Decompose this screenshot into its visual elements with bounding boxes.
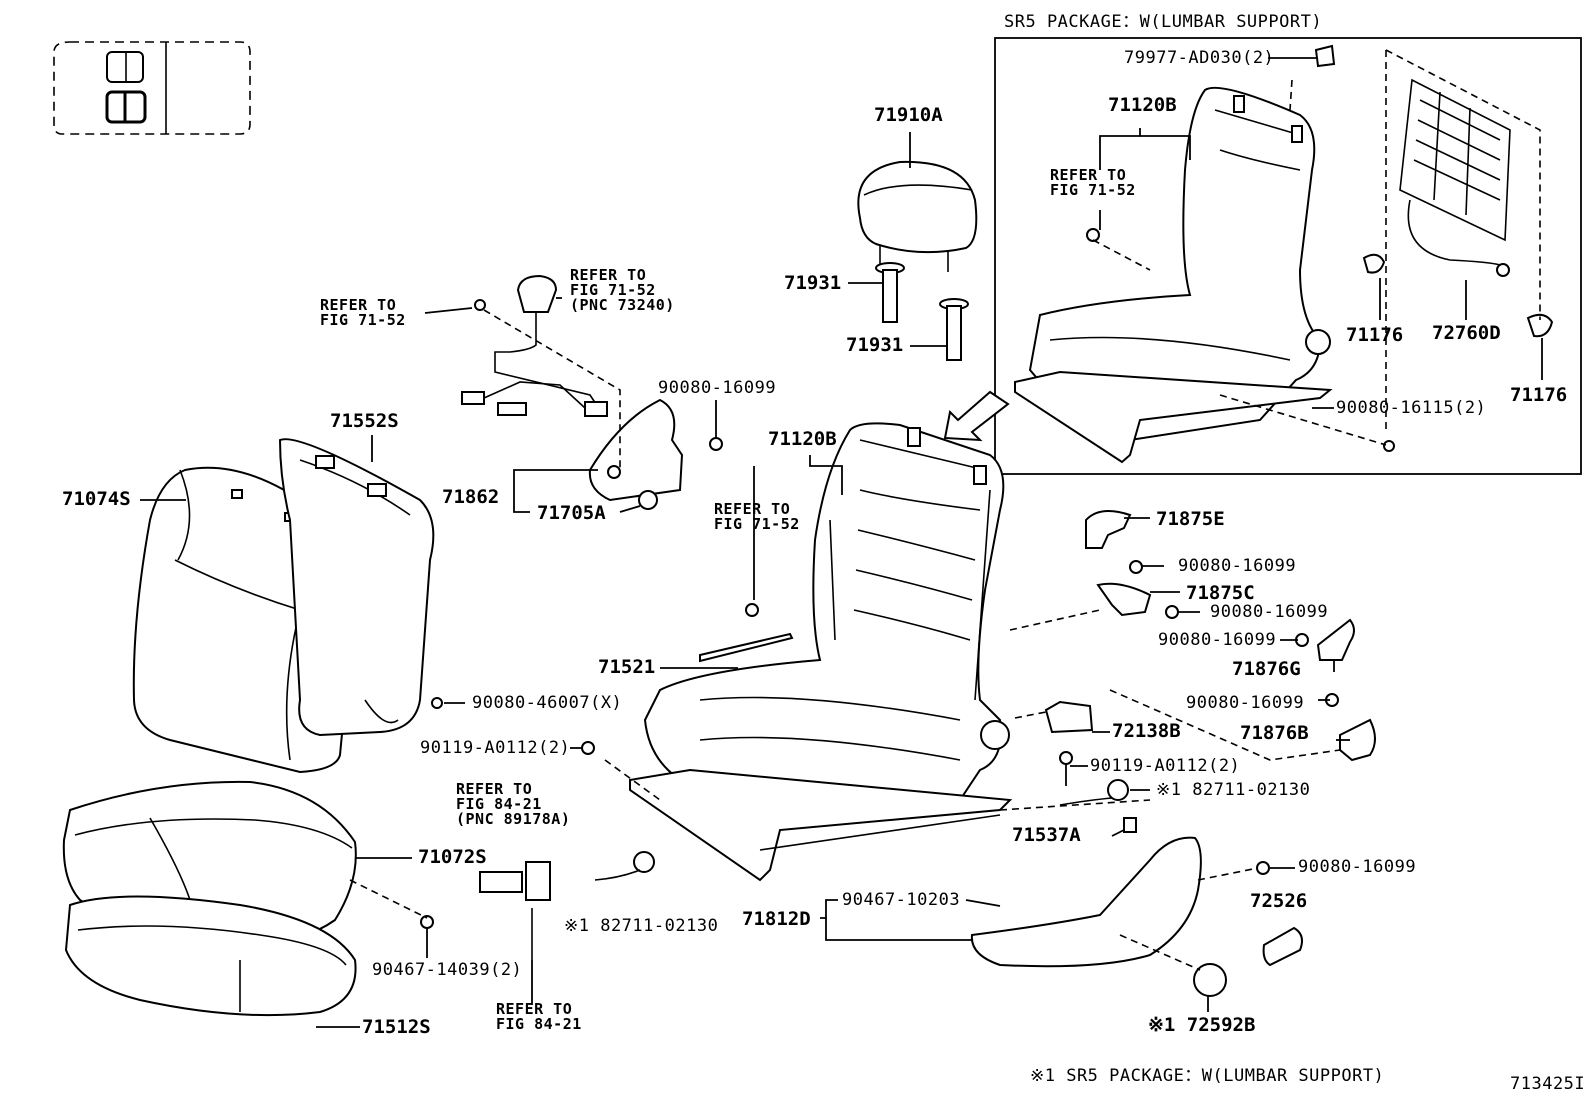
label-90080-16099-r3: 90080-16099	[1158, 630, 1277, 650]
cover-71876B	[1339, 718, 1376, 762]
label-90467-10203: 90467-10203	[842, 890, 961, 910]
seat-track	[629, 768, 1013, 882]
package-title: SR5 PACKAGE：W(LUMBAR SUPPORT)	[1004, 12, 1323, 32]
refer-fig-84-21-b-line1: REFER TO	[496, 1000, 573, 1018]
wire-82711-right	[1059, 779, 1129, 806]
label-71876G: 71876G	[1232, 658, 1301, 680]
label-90080-46007: 90080-46007(X)	[472, 693, 623, 713]
refer-fig-71-52-a-line2: FIG 71-52	[320, 311, 406, 329]
label-71812D: 71812D	[742, 908, 811, 930]
fasteners	[420, 228, 1395, 929]
label-71072S: 71072S	[418, 846, 487, 868]
label-71875C: 71875C	[1186, 582, 1255, 604]
label-71875E: 71875E	[1156, 508, 1225, 530]
rod-71521	[699, 632, 794, 663]
headrest-guide-upper	[875, 262, 905, 323]
cover-72138B	[1044, 700, 1094, 734]
side-cover-outer	[970, 836, 1202, 968]
refer-fig-84-21-a-line2: FIG 84-21	[456, 795, 542, 813]
label-71876B: 71876B	[1240, 722, 1309, 744]
refer-fig-71-52-b-line2: FIG 71-52	[570, 281, 656, 299]
label-79977-AD030: 79977-AD030(2)	[1124, 48, 1275, 68]
label-82711-02130-right: ※1 82711-02130	[1156, 780, 1311, 800]
refer-fig-71-52-c-line2: FIG 71-52	[714, 515, 800, 533]
label-90080-16115: 90080-16115(2)	[1336, 398, 1487, 418]
knob-72592B	[1193, 963, 1227, 997]
refer-fig-71-52-b-line1: REFER TO	[570, 266, 647, 284]
label-71512S: 71512S	[362, 1016, 431, 1038]
label-71120B-main: 71120B	[768, 428, 837, 450]
refer-fig-71-52-a-line1: REFER TO	[320, 296, 397, 314]
label-72760D: 72760D	[1432, 322, 1501, 344]
label-71931-lower: 71931	[846, 334, 904, 356]
inset-frame	[994, 37, 1582, 475]
seat-locator-box	[53, 41, 251, 135]
refer-fig-84-21-a-line1: REFER TO	[456, 780, 533, 798]
label-82711-02130-left: ※1 82711-02130	[564, 916, 719, 936]
label-90080-16099-r1: 90080-16099	[1178, 556, 1297, 576]
lumbar-support-72760D	[1399, 78, 1511, 277]
footnote: ※1 SR5 PACKAGE：W(LUMBAR SUPPORT)	[1030, 1066, 1385, 1086]
label-71705A: 71705A	[537, 502, 606, 524]
lever-72526	[1262, 926, 1303, 967]
label-71120B-inset: 71120B	[1108, 94, 1177, 116]
cover-71875E	[1085, 510, 1132, 549]
clip-71537A	[1123, 817, 1137, 833]
label-90080-16099-r2: 90080-16099	[1210, 602, 1329, 622]
label-71862: 71862	[442, 486, 500, 508]
refer-fig-71-52-b-line3: (PNC 73240)	[570, 296, 675, 314]
clip-71176a	[1362, 253, 1386, 274]
headrest-guide-lower	[939, 298, 969, 361]
label-71910A: 71910A	[874, 104, 943, 126]
refer-fig-71-52-d-line1: REFER TO	[1050, 166, 1127, 184]
cover-71876G	[1316, 618, 1355, 661]
inset-track	[1014, 370, 1333, 464]
clip-71176b	[1526, 313, 1554, 338]
label-72526: 72526	[1250, 890, 1308, 912]
refer-fig-84-21-b-line2: FIG 84-21	[496, 1015, 582, 1033]
label-90119-A0112-left: 90119-A0112(2)	[420, 738, 571, 758]
label-90467-14039: 90467-14039(2)	[372, 960, 523, 980]
assembly-lines	[349, 49, 1541, 971]
refer-fig-71-52-c-line1: REFER TO	[714, 500, 791, 518]
refer-fig-84-21-a-line3: (PNC 89178A)	[456, 810, 571, 828]
label-72592B: ※1 72592B	[1148, 1014, 1256, 1036]
figure-id: 713425I	[1510, 1074, 1586, 1094]
inset-arrow-icon	[943, 390, 1010, 442]
wire-82711-left	[594, 851, 655, 881]
label-90080-16099-r5: 90080-16099	[1298, 857, 1417, 877]
seatbelt-buckle-assembly	[461, 274, 608, 417]
side-shield-71862	[588, 398, 684, 510]
refer-fig-71-52-d-line2: FIG 71-52	[1050, 181, 1136, 199]
label-71176-a: 71176	[1346, 324, 1404, 346]
seat-frame-71120B	[643, 422, 1010, 823]
label-71931-upper: 71931	[784, 272, 842, 294]
headrest-71910A	[857, 160, 978, 272]
label-71552S: 71552S	[330, 410, 399, 432]
label-71537A: 71537A	[1012, 824, 1081, 846]
label-90080-16099-r4: 90080-16099	[1186, 693, 1305, 713]
label-71521: 71521	[598, 656, 656, 678]
seatback-pad-71552S	[278, 438, 435, 737]
label-71074S: 71074S	[62, 488, 131, 510]
motor-bracket	[479, 861, 551, 960]
cover-71875C	[1096, 582, 1152, 617]
label-71176-b: 71176	[1510, 384, 1568, 406]
label-90080-16099-top: 90080-16099	[658, 378, 777, 398]
cap-79977	[1314, 44, 1336, 68]
label-72138B: 72138B	[1112, 720, 1181, 742]
cushion-pad-71512S	[64, 895, 357, 1017]
label-90119-A0112-right: 90119-A0112(2)	[1090, 756, 1241, 776]
leader-lines	[140, 57, 1543, 1028]
